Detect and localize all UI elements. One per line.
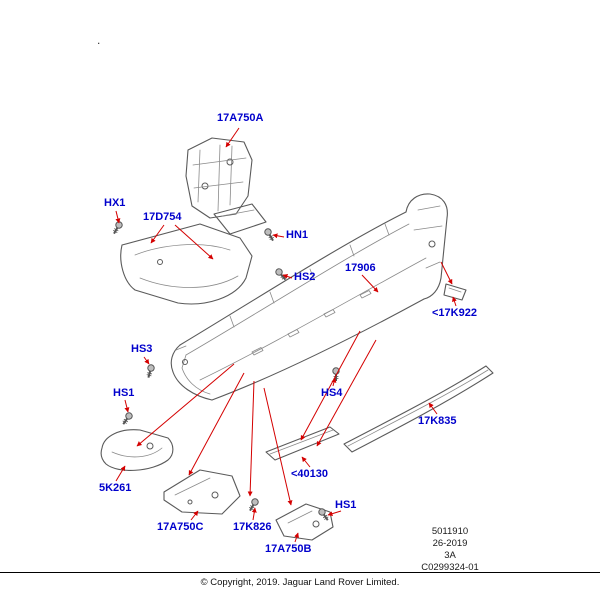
part-label-17D754: 17D754	[143, 211, 182, 223]
fastener-HS1a-icon	[119, 410, 135, 428]
bracket-17A750A-drawing	[185, 137, 267, 235]
corner-panel-17D754-drawing	[120, 223, 253, 305]
bracket-17A750C-drawing	[163, 469, 241, 515]
part-label-5K261: 5K261	[99, 482, 132, 494]
part-label-17906: 17906	[345, 262, 376, 274]
part-label-17A750C: 17A750C	[157, 521, 204, 533]
bumper-17906-drawing	[170, 193, 448, 401]
stray-mark: .	[97, 33, 101, 47]
part-label-17K826: 17K826	[233, 521, 272, 533]
part-label-HS4: HS4	[321, 387, 343, 399]
strip-17K835-drawing	[343, 365, 494, 453]
doc-number: 5011910	[431, 526, 469, 537]
bracket-5K261-drawing	[100, 429, 174, 471]
bracket-17A750B-drawing	[275, 503, 334, 541]
fastener-HS2-icon	[273, 266, 289, 283]
part-label-HS1a: HS1	[113, 387, 135, 399]
part-label-HS3: HS3	[131, 343, 153, 355]
bracket-17K922-drawing	[443, 283, 467, 301]
part-label-17A750A: 17A750A	[217, 112, 264, 124]
copyright-text: © Copyright, 2019. Jaguar Land Rover Lim…	[200, 577, 400, 588]
doc-sheet: 3A	[444, 550, 456, 561]
fastener-HS3-icon	[144, 363, 156, 380]
fastener-17K826-icon	[246, 496, 261, 514]
leader-lines	[115, 127, 457, 543]
part-label-HS1b: HS1	[335, 499, 357, 511]
strip-40130-drawing	[265, 426, 340, 461]
part-label-HS2: HS2	[294, 271, 316, 283]
doc-info-block: 5011910 26-2019 3A C0299324-01	[408, 526, 492, 574]
part-label-HN1: HN1	[286, 229, 309, 241]
part-label-17K835: 17K835	[418, 415, 457, 427]
part-label-17K922: <17K922	[432, 307, 477, 319]
part-label-40130: <40130	[291, 468, 329, 480]
fastener-HX1-icon	[110, 219, 125, 237]
doc-date: 26-2019	[432, 538, 468, 549]
footer-divider	[0, 572, 600, 573]
part-label-HX1: HX1	[104, 197, 126, 209]
doc-code: C0299324-01	[421, 562, 479, 573]
part-label-17A750B: 17A750B	[265, 543, 312, 555]
